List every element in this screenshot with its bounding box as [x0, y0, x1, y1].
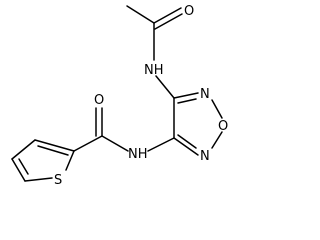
bond-thiophene-s-c5 — [24, 177, 53, 182]
atom-thiophene-sulfur: S — [54, 173, 62, 188]
bond-ring-n5-c4 — [173, 137, 199, 156]
bond-nh-carbonyl — [101, 135, 129, 152]
bond-ring-o1-n5 — [211, 131, 223, 149]
bond-ring-c3-n2 — [173, 92, 199, 99]
atom-carbonyl-oxygen: O — [94, 93, 104, 108]
bond-methyl-carbonyl — [126, 5, 155, 24]
atom-ring-n-lower: N — [200, 149, 210, 164]
bond-nh-ring — [155, 75, 175, 99]
bond-thiophene-c5-c4-inner — [18, 158, 29, 175]
atom-ring-oxygen: O — [218, 119, 228, 134]
atom-acetyl-oxygen: O — [184, 4, 194, 19]
bond-ring-n5-c4-inner — [177, 134, 197, 149]
bond-thiophene-c2-s — [65, 150, 75, 171]
chemical-structure: O NH N O N NH O S — [11, 4, 228, 188]
atom-labels: O NH N O N NH O S — [54, 4, 228, 188]
atom-nh-top: NH — [144, 63, 164, 78]
bond-ring-nh-bottom — [147, 137, 175, 152]
bond-thiophene-c3-c2 — [34, 139, 75, 152]
bond-carbonyl-thiophene — [73, 135, 103, 152]
atom-ring-n-upper: N — [200, 87, 210, 102]
bond-lines — [11, 5, 223, 182]
bond-thiophene-c3-c2-inner — [37, 145, 69, 156]
bond-thiophene-c5-c4 — [11, 158, 26, 182]
bond-ring-c3-n2-inner — [177, 98, 197, 104]
atom-nh-bottom: NH — [128, 147, 148, 162]
bond-thiophene-c4-c3 — [11, 139, 36, 160]
bond-ring-n2-o1 — [211, 99, 223, 119]
bond-carbonyl-o-double-a — [153, 7, 182, 24]
bond-carbonyl-o-double-b — [154, 13, 183, 30]
